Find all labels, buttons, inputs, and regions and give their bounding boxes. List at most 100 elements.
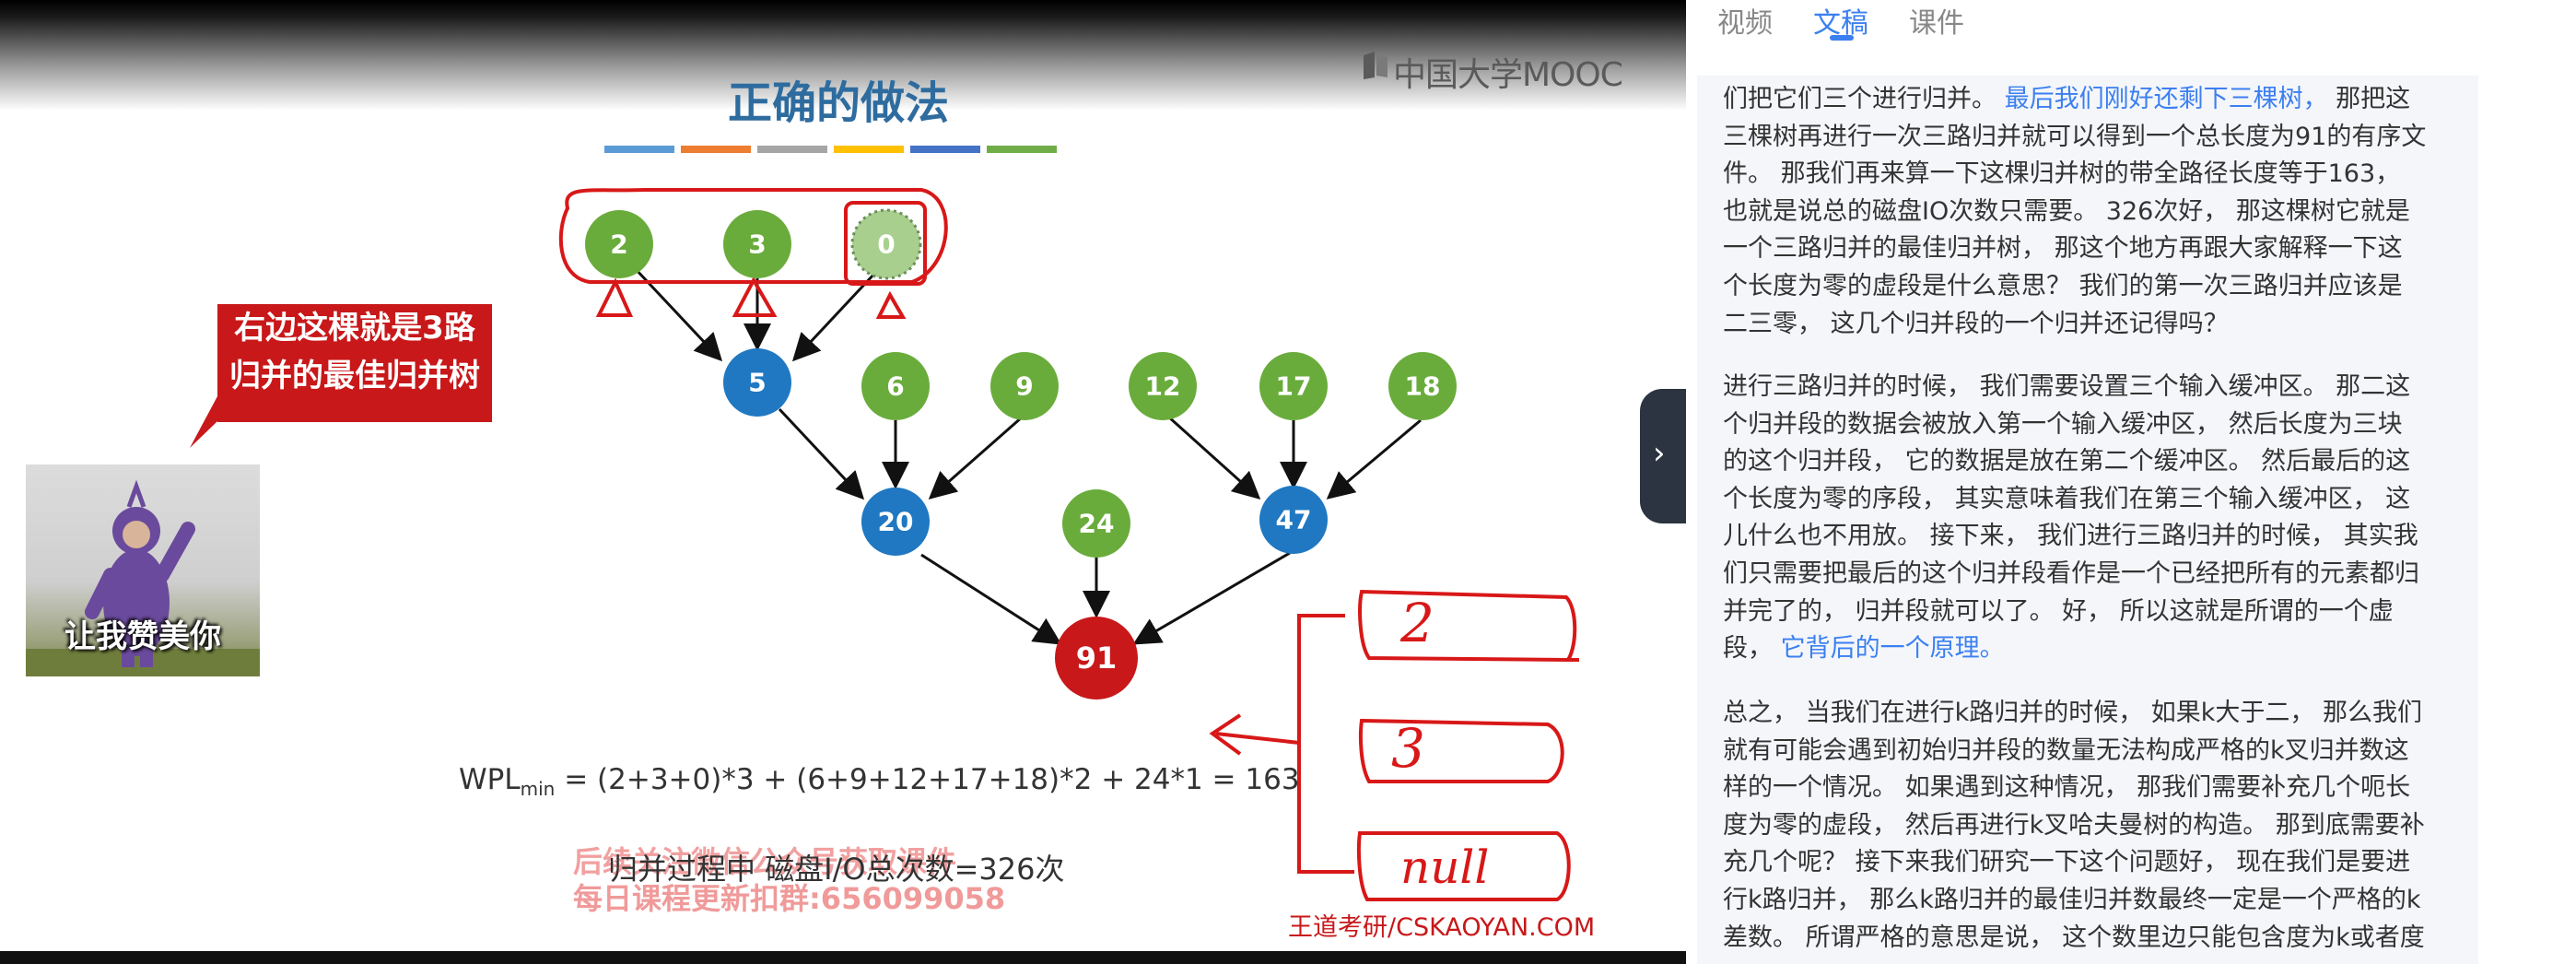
svg-text:9: 9 [1015, 371, 1033, 402]
highlighted-sentence[interactable]: 它背后的一个原理。 [1780, 634, 2005, 664]
transcript-text: 也就是说总的磁盘IO次数只需要。 326次好， 那这棵树它就是 [1723, 196, 2410, 226]
color-bar-segment [910, 146, 980, 153]
video-bottom-bar [0, 951, 1686, 964]
svg-text:24: 24 [1079, 509, 1115, 539]
handwritten-value: 2 [1399, 592, 1434, 654]
transcript-text: 并完了的， 归并段就可以了。 好， 所以这就是所谓的一个虚 [1723, 596, 2394, 626]
transcript-line: 个归并段的数据会被放入第一个输入缓冲区， 然后长度为三块 [1723, 406, 2460, 444]
svg-text:3: 3 [748, 229, 766, 260]
tree-edge [778, 407, 865, 500]
transcript-text: 们把它们三个进行归并。 [1723, 85, 2005, 113]
transcript-document[interactable]: 们把它们三个进行归并。 最后我们刚好还剩下三棵树， 那把这三棵树再进行一次三路归… [1697, 76, 2478, 964]
transcript-line: 的这个归并段， 它的数据是放在第二个缓冲区。 然后最后的这 [1723, 443, 2460, 481]
active-tab-indicator [1830, 35, 1854, 41]
transcript-line: 进行三路归并的时候， 我们需要设置三个输入缓冲区。 那二这 [1723, 369, 2460, 406]
meme-caption: 让我赞美你 [64, 618, 221, 655]
transcript-line: 差数。 所谓严格的意思是说， 这个数里边只能包含度为k或者度 [1723, 920, 2460, 958]
transcript-text: 那把这 [2327, 85, 2411, 113]
transcript-line: 二三零， 这几个归并段的一个归并还记得吗？ [1723, 306, 2460, 344]
color-bar-segment [604, 146, 674, 153]
tree-edges [632, 265, 1422, 645]
transcript-line: 段， 它背后的一个原理。 [1723, 630, 2460, 668]
transcript-line: 们只需要把最后的这个归并段看作是一个已经把所有的元素都归 [1723, 556, 2460, 594]
tree-node: 18 [1388, 352, 1457, 420]
color-bar-segment [681, 146, 751, 153]
transcript-line: 就有可能会遇到初始归并段的数量无法构成严格的k叉归并数这 [1723, 733, 2460, 770]
tree-node: 20 [861, 488, 930, 556]
transcript-paragraph: 总之， 当我们在进行k路归并的时候， 如果k大于二， 那么我们就有可能会遇到初始… [1723, 695, 2460, 957]
svg-text:5: 5 [748, 368, 766, 398]
transcript-text: 二三零， 这几个归并段的一个归并还记得吗？ [1723, 309, 2229, 338]
red-annotation [558, 188, 948, 319]
watermark-line-1: 后续关注微信公众号获取课件 [573, 844, 957, 879]
panel-toggle-button[interactable]: › [1640, 389, 1686, 523]
svg-text:17: 17 [1276, 371, 1312, 402]
transcript-text: 个归并段的数据会被放入第一个输入缓冲区， 然后长度为三块 [1723, 409, 2403, 439]
transcript-text: 一个三路归并的最佳归并树， 那这个地方再跟大家解释一下这 [1723, 234, 2403, 264]
callout-line: 右边这棵就是3路 [234, 310, 475, 347]
tab-transcript[interactable]: 文稿 [1813, 7, 1868, 40]
transcript-text: 的这个归并段， 它的数据是放在第二个缓冲区。 然后最后的这 [1723, 447, 2411, 476]
svg-text:2: 2 [610, 229, 627, 260]
color-bar-segment [987, 146, 1057, 153]
tree-node: 12 [1129, 352, 1197, 420]
callout-box: 右边这棵就是3路 归并的最佳归并树 [217, 304, 492, 422]
tree-node: 3 [723, 210, 791, 278]
video-player[interactable]: 中国大学MOOC 正确的做法 右边这棵就是3路 归并的最佳归并树 让我赞美你 [0, 0, 1686, 964]
handwritten-value: null [1400, 841, 1489, 894]
tab-courseware[interactable]: 课件 [1909, 7, 1964, 40]
transcript-text: 充几个呢？ 接下来我们研究一下这个问题好， 现在我们是要进 [1723, 848, 2411, 877]
watermark-line-2: 每日课程更新扣群:656099058 [573, 881, 1006, 916]
tab-video[interactable]: 视频 [1717, 7, 1773, 40]
teletubby-figure [26, 479, 260, 676]
transcript-line: 件。 那我们再来算一下这棵归并树的带全路径长度等于163， [1723, 156, 2460, 194]
handwritten-values: 2 3 null [1391, 592, 1489, 894]
tree-edge [1326, 418, 1422, 500]
color-bar-segment [834, 146, 904, 153]
tree-node: 17 [1259, 352, 1328, 420]
callout-line: 归并的最佳归并树 [229, 358, 480, 394]
transcript-line: 并完了的， 归并段就可以了。 好， 所以这就是所谓的一个虚 [1723, 594, 2460, 631]
chevron-right-icon: › [1653, 435, 1666, 472]
transcript-line: 度为零的虚段， 然后再进行k叉哈夫曼树的构造。 那到底需要补 [1723, 807, 2460, 845]
transcript-line: 个长度为零的虚段是什么意思？ 我们的第一次三路归并应该是 [1723, 268, 2460, 306]
transcript-line: 个长度为零的序段， 其实意味着我们在第三个输入缓冲区， 这 [1723, 481, 2460, 519]
tree-node: 91 [1055, 617, 1138, 699]
tree-node: 24 [1062, 489, 1130, 558]
tree-edge [928, 415, 1024, 500]
highlighted-sentence[interactable]: 最后我们刚好还剩下三棵树， [2004, 85, 2328, 113]
tree-edge [791, 271, 877, 362]
transcript-text: 差数。 所谓严格的意思是说， 这个数里边只能包含度为k或者度 [1723, 923, 2425, 952]
transcript-text: 进行三路归并的时候， 我们需要设置三个输入缓冲区。 那二这 [1723, 372, 2411, 401]
transcript-line: 儿什么也不用放。 接下来， 我们进行三路归并的时候， 其实我 [1723, 518, 2460, 556]
transcript-line: 们把它们三个进行归并。 最后我们刚好还剩下三棵树， 那把这 [1723, 81, 2460, 119]
wangdao-footer: 王道考研/CSKAOYAN.COM [1288, 913, 1596, 942]
transcript-line: 样的一个情况。 如果遇到这种情况， 那我们需要补充几个呃长 [1723, 770, 2460, 807]
tree-node: 5 [723, 348, 791, 417]
mooc-logo-icon [1364, 52, 1388, 79]
transcript-text: 三棵树再进行一次三路归并就可以得到一个总长度为91的有序文 [1723, 122, 2427, 151]
mooc-logo: 中国大学MOOC [1393, 56, 1623, 94]
transcript-text: 样的一个情况。 如果遇到这种情况， 那我们需要补充几个呃长 [1723, 773, 2411, 803]
transcript-text: 度为零的虚段， 然后再进行k叉哈夫曼树的构造。 那到底需要补 [1723, 810, 2425, 840]
transcript-line: 也就是说总的磁盘IO次数只需要。 326次好， 那这棵树它就是 [1723, 194, 2460, 231]
transcript-text: 件。 那我们再来算一下这棵归并树的带全路径长度等于163， [1723, 159, 2401, 189]
meme-image: 让我赞美你 [26, 464, 260, 676]
tree-node: 9 [990, 352, 1059, 420]
transcript-text: 就有可能会遇到初始归并段的数量无法构成严格的k叉归并数这 [1723, 735, 2409, 765]
transcript-text: 个长度为零的序段， 其实意味着我们在第三个输入缓冲区， 这 [1723, 484, 2411, 513]
tree-node: 2 [585, 210, 653, 278]
transcript-line: 一个三路归并的最佳归并树， 那这个地方再跟大家解释一下这 [1723, 230, 2460, 268]
svg-text:20: 20 [878, 507, 914, 537]
transcript-text: 个长度为零的虚段是什么意思？ 我们的第一次三路归并应该是 [1723, 271, 2403, 300]
tree-node: 47 [1259, 486, 1328, 554]
tree-nodes: 2 3 0 5 6 9 12 17 18 20 24 47 91 [585, 208, 1457, 699]
tree-node: 6 [861, 352, 930, 420]
tree-edge [1132, 551, 1291, 645]
svg-text:6: 6 [886, 371, 904, 402]
tree-node: 0 [850, 208, 922, 280]
transcript-line: 充几个呢？ 接下来我们研究一下这个问题好， 现在我们是要进 [1723, 844, 2460, 882]
tree-edge [1166, 415, 1261, 500]
io-count-text: 归并过程中 磁盘I/O总次数=326次 [608, 852, 1065, 887]
svg-text:12: 12 [1145, 371, 1181, 402]
